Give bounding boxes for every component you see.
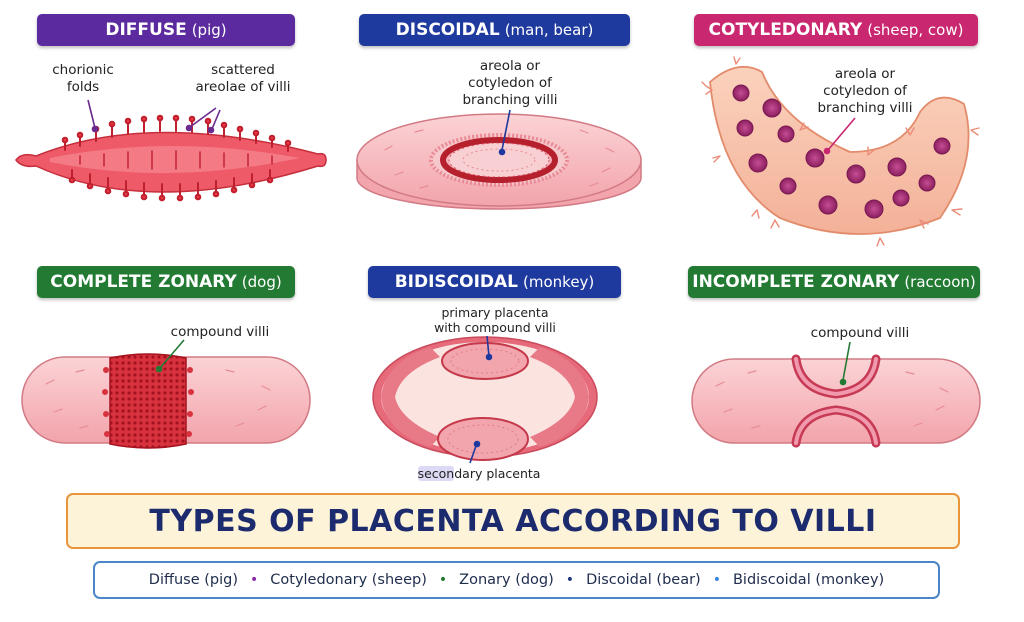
main-title: TYPES OF PLACENTA ACCORDING TO VILLI	[149, 503, 877, 539]
discoidal-header: DISCOIDAL(man, bear)	[359, 14, 630, 46]
legend-bullet: •	[565, 572, 575, 588]
legend: Diffuse (pig) • Cotyledonary (sheep) • Z…	[93, 561, 940, 599]
cotyledonary-areola-label: areola or cotyledon of branching villi	[817, 66, 913, 116]
diffuse-header: DIFFUSE(pig)	[37, 14, 295, 46]
legend-bullet: •	[438, 572, 448, 588]
bidiscoidal-header: BIDISCOIDAL(monkey)	[368, 266, 621, 298]
secondary-placenta-label: secondary placenta	[417, 466, 541, 481]
legend-bullet: •	[250, 572, 259, 588]
legend-item-zonary: Zonary (dog)	[459, 572, 554, 588]
legend-bullet: •	[712, 572, 721, 588]
scattered-areolae-label: scattered areolae of villi	[195, 62, 291, 95]
discoidal-areola-label: areola or cotyledon of branching villi	[462, 58, 558, 108]
bidiscoidal-pointer-lines	[469, 335, 493, 464]
incomplete-zonary-pointer-line	[839, 341, 851, 386]
primary-placenta-label: primary placenta with compound villi	[434, 305, 556, 335]
cotyledonary-pointer-line	[823, 117, 856, 155]
cotyledonary-header: COTYLEDONARY(sheep, cow)	[694, 14, 978, 46]
complete-zonary-villi-label: compound villi	[170, 324, 270, 340]
incomplete-zonary-header: INCOMPLETE ZONARY(raccoon)	[688, 266, 980, 298]
complete-zonary-header: COMPLETE ZONARY(dog)	[37, 266, 295, 298]
legend-item-bidiscoidal: Bidiscoidal (monkey)	[732, 572, 885, 588]
diffuse-pointer-lines	[87, 99, 221, 134]
diffuse-placenta-shape	[15, 114, 327, 202]
cotyledonary-placenta-shape	[701, 56, 980, 247]
main-title-box: TYPES OF PLACENTA ACCORDING TO VILLI	[66, 493, 960, 549]
chorionic-folds-label: chorionic folds	[52, 62, 114, 95]
discoidal-placenta-shape	[356, 113, 642, 210]
discoidal-pointer-line	[498, 109, 511, 156]
legend-item-discoidal: Discoidal (bear)	[586, 572, 701, 588]
bidiscoidal-placenta-shape	[372, 336, 598, 461]
legend-item-cotyledonary: Cotyledonary (sheep)	[270, 572, 427, 588]
incomplete-zonary-placenta-shape	[691, 354, 981, 448]
complete-zonary-placenta-shape	[21, 353, 311, 449]
legend-item-diffuse: Diffuse (pig)	[148, 572, 238, 588]
incomplete-zonary-villi-label: compound villi	[810, 325, 910, 341]
complete-zonary-pointer-line	[155, 339, 185, 373]
